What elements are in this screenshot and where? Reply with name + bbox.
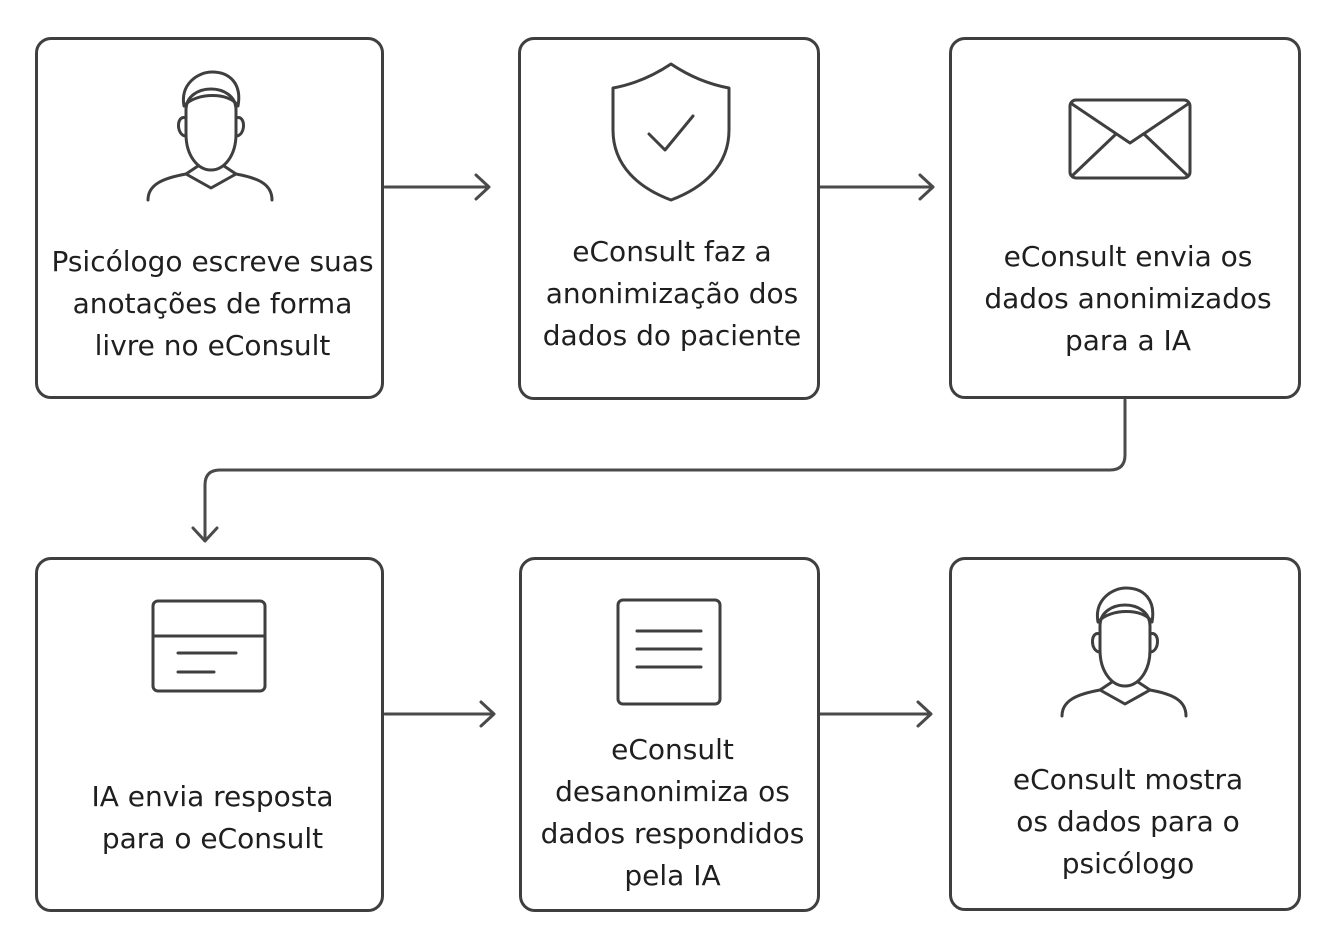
person-icon [146, 70, 274, 202]
step-label-4: IA envia resposta para o eConsult [38, 776, 387, 860]
step-card-5: eConsult desanonimiza os dados respondid… [519, 557, 820, 912]
step-card-4: IA envia resposta para o eConsult [35, 557, 384, 912]
step-label-line: IA envia resposta [91, 780, 334, 813]
arrow-step2-to-step3 [818, 173, 935, 201]
step-label-line: eConsult envia os [1003, 240, 1253, 273]
step-label-line: Psicólogo escreve suas [51, 245, 374, 278]
step-label-2: eConsult faz a anonimização dos dados do… [521, 231, 823, 357]
step-label-line: dados do paciente [542, 319, 802, 352]
step-label-line: dados respondidos [540, 817, 805, 850]
step-label-5: eConsult desanonimiza os dados respondid… [522, 729, 823, 897]
person-icon [1060, 586, 1188, 718]
step-card-3: eConsult envia os dados anonimizados par… [949, 37, 1301, 399]
step-label-line: para o eConsult [101, 822, 324, 855]
arrow-step1-to-step2 [383, 173, 491, 201]
step-card-6: eConsult mostra os dados para o psicólog… [949, 557, 1301, 911]
step-card-2: eConsult faz a anonimização dos dados do… [518, 37, 820, 400]
arrow-step4-to-step5 [383, 700, 496, 728]
step-label-line: os dados para o [1016, 805, 1240, 838]
step-label-6: eConsult mostra os dados para o psicólog… [952, 759, 1304, 885]
shield-check-icon [611, 62, 731, 202]
step-label-line: eConsult faz a [572, 235, 772, 268]
step-label-line: eConsult [611, 733, 734, 766]
step-label-line: livre no eConsult [94, 329, 331, 362]
step-label-line: eConsult mostra [1012, 763, 1244, 796]
step-label-line: anotações de forma [72, 287, 353, 320]
step-label-line: psicólogo [1061, 847, 1195, 880]
arrow-step5-to-step6 [818, 700, 933, 728]
step-label-1: Psicólogo escreve suas anotações de form… [38, 241, 387, 367]
step-label-line: para a IA [1065, 324, 1191, 357]
step-label-line: dados anonimizados [984, 282, 1272, 315]
step-label-line: desanonimiza os [555, 775, 790, 808]
envelope-icon [1068, 98, 1192, 180]
step-label-line: anonimização dos [545, 277, 799, 310]
step-card-1: Psicólogo escreve suas anotações de form… [35, 37, 384, 399]
step-label-line: pela IA [624, 859, 721, 892]
document-lines-icon [616, 598, 722, 706]
arrow-step3-to-step4 [191, 398, 1127, 543]
document-response-icon [151, 599, 267, 693]
step-label-3: eConsult envia os dados anonimizados par… [952, 236, 1304, 362]
